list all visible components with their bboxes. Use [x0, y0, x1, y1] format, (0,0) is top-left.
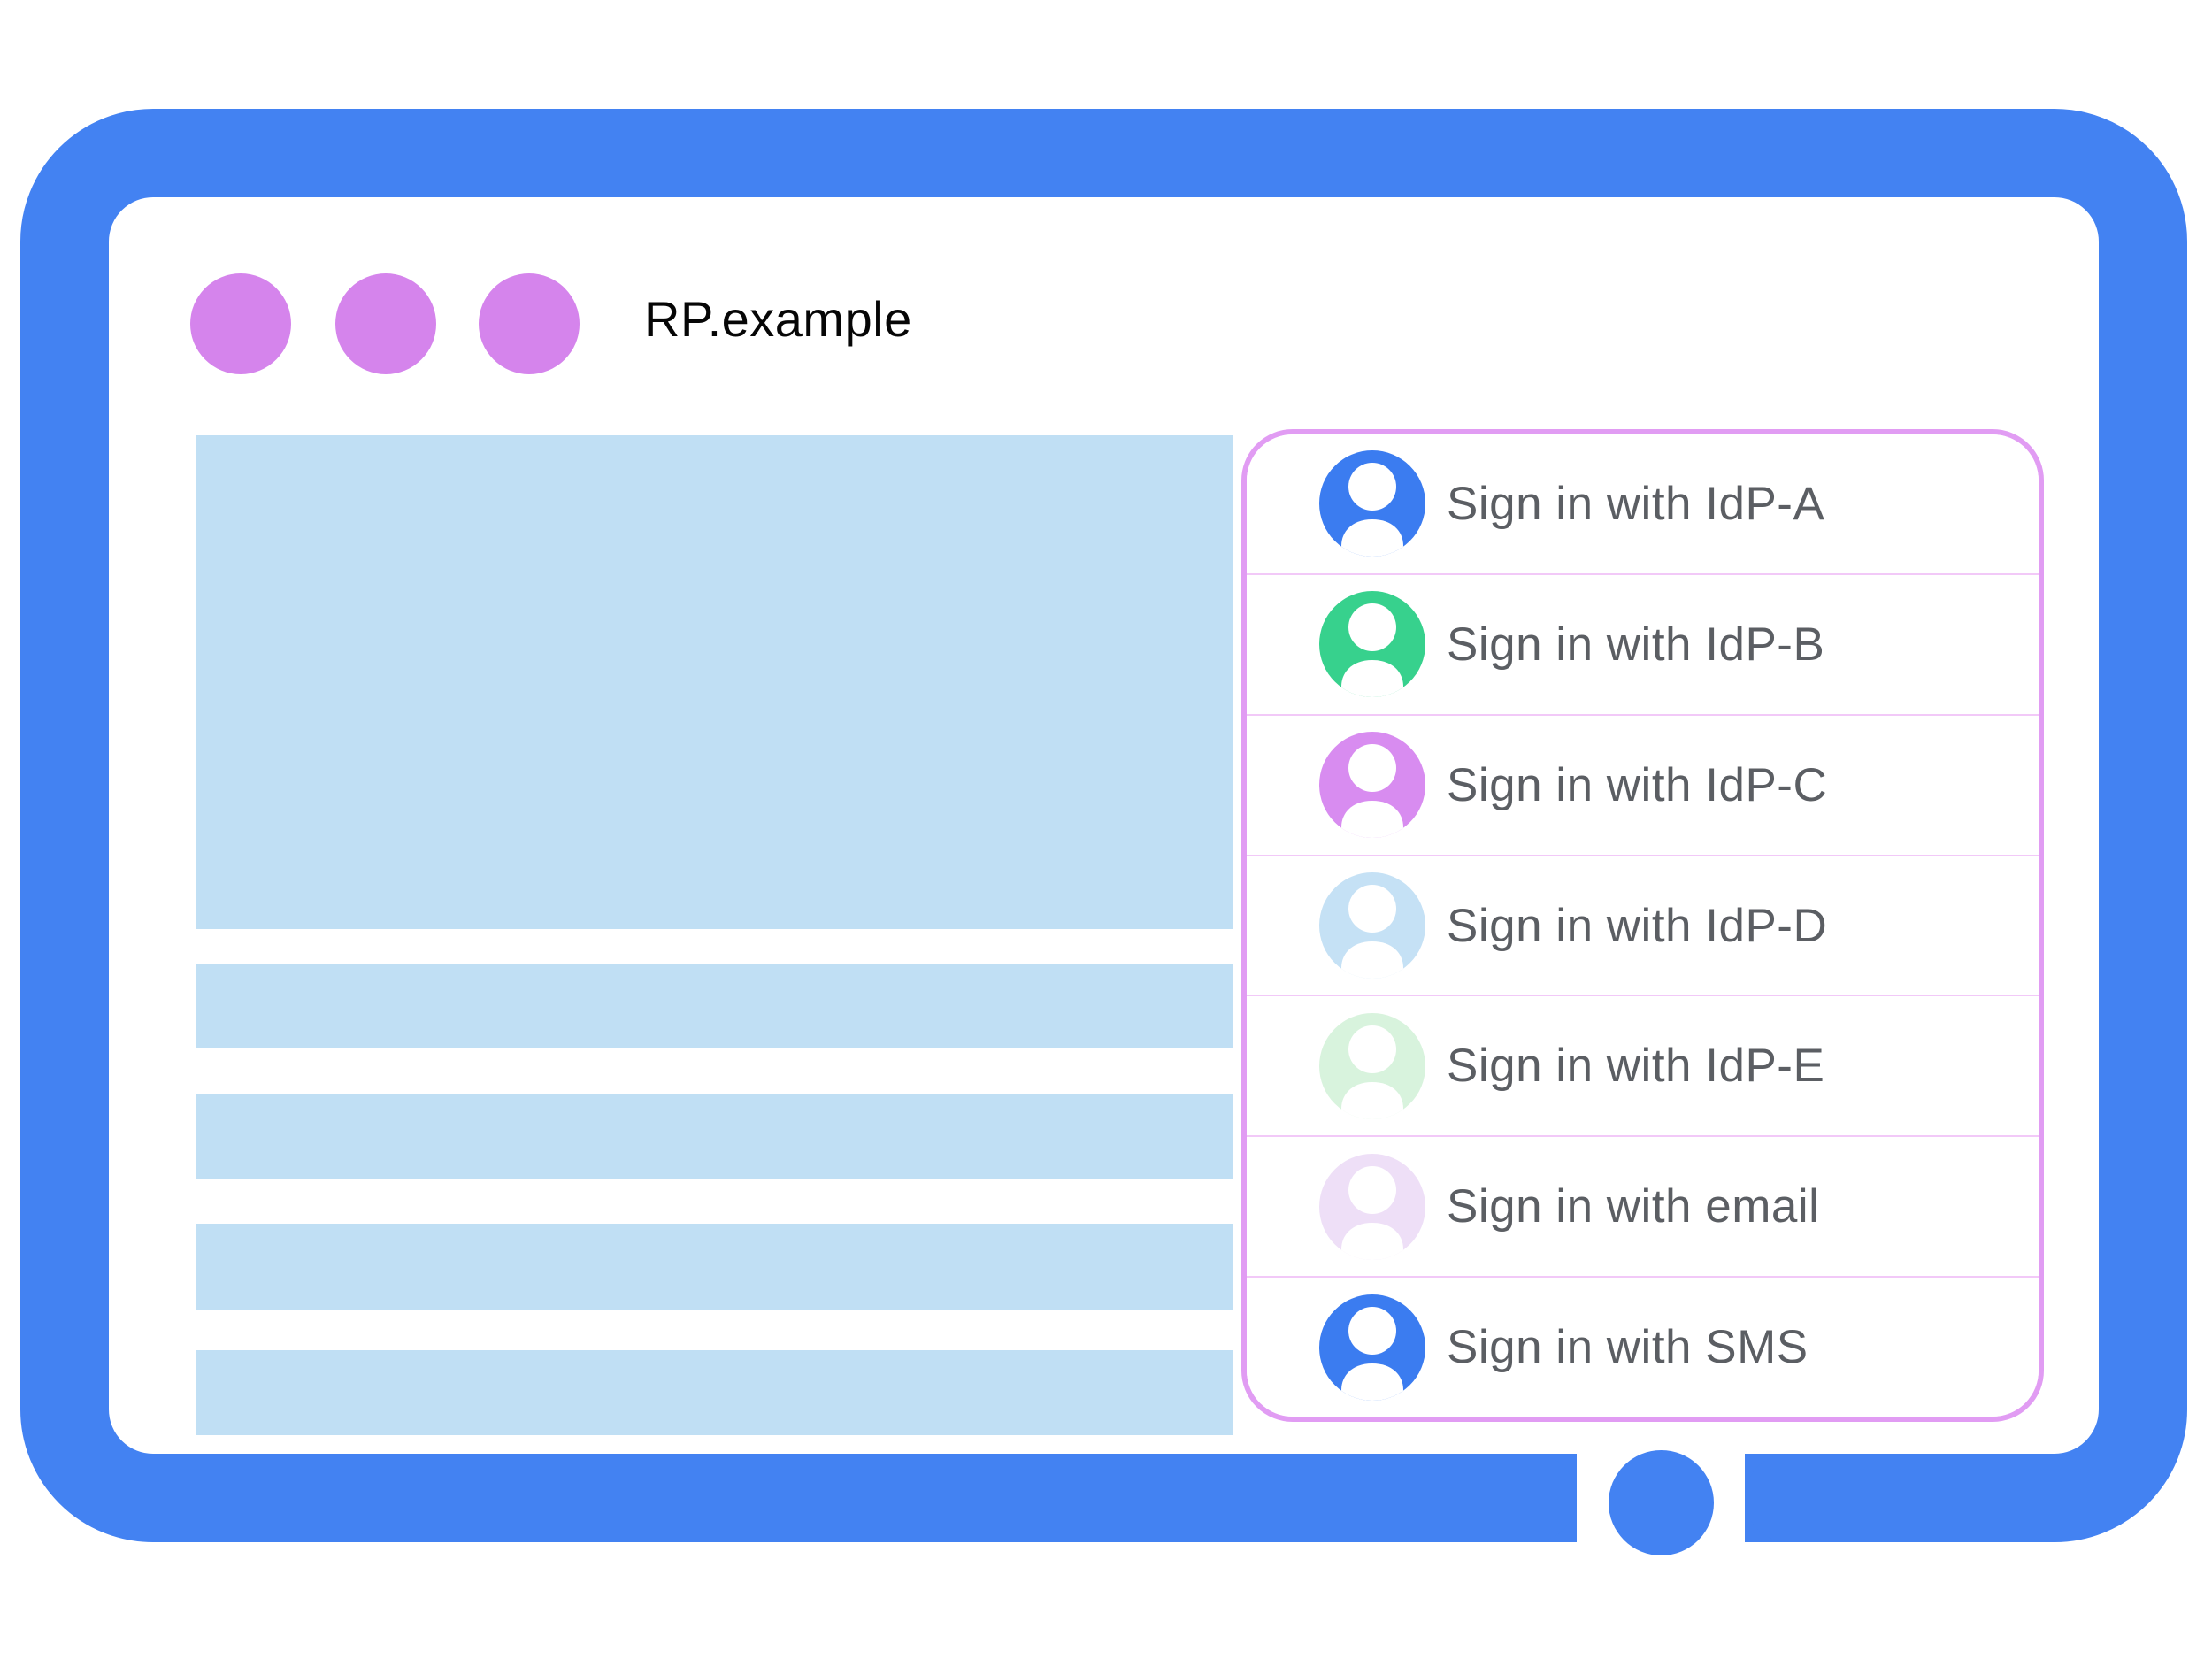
person-avatar [1319, 450, 1425, 557]
signin-option-label: Sign in with SMS [1447, 1321, 1809, 1374]
signin-option-label: Sign in with IdP-E [1447, 1040, 1825, 1093]
content-placeholder-hero [196, 435, 1233, 929]
signin-option-label: Sign in with IdP-C [1447, 758, 1828, 811]
content-placeholder-line [196, 1094, 1233, 1179]
signin-dialog: Sign in with IdP-A Sign in with IdP-B Si… [1241, 429, 2044, 1422]
person-avatar [1319, 1153, 1425, 1260]
signin-option-label: Sign in with IdP-D [1447, 899, 1828, 952]
window-control-dot-icon[interactable] [190, 273, 291, 374]
person-icon [1341, 1165, 1403, 1260]
person-avatar [1319, 732, 1425, 839]
home-button[interactable] [1609, 1450, 1714, 1555]
frame-bottom-bar-left-cap [1493, 1454, 1577, 1542]
content-placeholder-line [196, 1350, 1233, 1435]
person-avatar [1319, 1012, 1425, 1119]
window-control-dot-icon[interactable] [335, 273, 436, 374]
signin-option-idp-a[interactable]: Sign in with IdP-A [1247, 434, 2039, 573]
content-placeholder-line [196, 1224, 1233, 1310]
signin-option-label: Sign in with email [1447, 1180, 1820, 1233]
window-control-dot-icon[interactable] [479, 273, 580, 374]
person-icon [1341, 1025, 1403, 1119]
page-title: RP.example [644, 291, 912, 347]
person-avatar [1319, 1294, 1425, 1401]
person-avatar [1319, 872, 1425, 979]
content-placeholder-line [196, 964, 1233, 1048]
signin-option-email[interactable]: Sign in with email [1247, 1135, 2039, 1277]
person-icon [1341, 885, 1403, 979]
person-icon [1341, 603, 1403, 698]
signin-option-label: Sign in with IdP-A [1447, 477, 1825, 530]
signin-option-idp-c[interactable]: Sign in with IdP-C [1247, 713, 2039, 855]
person-icon [1341, 1306, 1403, 1401]
signin-option-idp-d[interactable]: Sign in with IdP-D [1247, 854, 2039, 995]
signin-option-idp-e[interactable]: Sign in with IdP-E [1247, 995, 2039, 1136]
frame-bottom-bar-right-cap [1745, 1454, 1829, 1542]
person-icon [1341, 744, 1403, 839]
signin-option-idp-b[interactable]: Sign in with IdP-B [1247, 572, 2039, 714]
signin-option-sms[interactable]: Sign in with SMS [1247, 1276, 2039, 1417]
person-icon [1341, 463, 1403, 557]
person-avatar [1319, 591, 1425, 698]
signin-option-label: Sign in with IdP-B [1447, 618, 1825, 671]
